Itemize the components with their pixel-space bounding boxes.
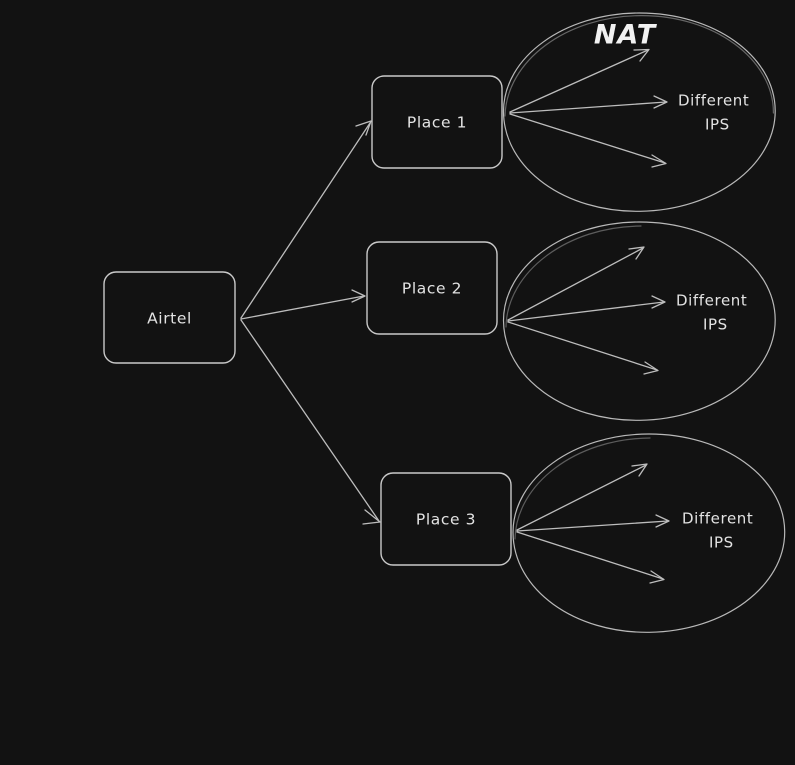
- cloud-1-arrow-down: [509, 113, 666, 164]
- connector-arrowhead-place-1: [355, 120, 372, 136]
- cloud-3-arrow-up: [516, 464, 647, 531]
- node-place-1[interactable]: Place 1: [371, 75, 503, 169]
- place-2-label: Place 2: [402, 280, 462, 298]
- connector-arrowhead-place-2: [351, 289, 366, 303]
- cloud-1-label-line-1: Different: [678, 92, 749, 110]
- node-airtel[interactable]: Airtel: [103, 271, 236, 364]
- cloud-3-ellipse-sketch: [514, 437, 651, 540]
- connector-airtel-to-place-3: [240, 319, 380, 522]
- cloud-1-ellipse-sketch: [504, 14, 775, 117]
- cloud-1-arrowhead-up: [633, 48, 650, 62]
- cloud-2-label-line-1: Different: [676, 292, 747, 310]
- nat-annotation-label: NAT: [594, 20, 658, 51]
- nat-cloud-3[interactable]: Different IPS: [512, 433, 786, 633]
- cloud-2-arrow-up: [507, 247, 644, 321]
- cloud-2-arrowhead-up: [628, 246, 645, 260]
- cloud-1-label-line-2: IPS: [705, 116, 730, 134]
- airtel-label: Airtel: [147, 310, 192, 328]
- airtel-box: [103, 271, 236, 364]
- cloud-3-arrow-mid: [516, 520, 669, 532]
- cloud-1-ellipse-outline: [502, 12, 776, 212]
- cloud-1-fanout-arrows: [509, 48, 668, 168]
- nat-cloud-1[interactable]: Different IPS: [502, 12, 776, 212]
- cloud-3-ellipse-outline: [512, 433, 786, 633]
- cloud-1-arrow-up: [509, 49, 649, 113]
- airtel-branch-connectors: [240, 120, 381, 525]
- cloud-2-label-line-2: IPS: [703, 316, 728, 334]
- cloud-3-fanout-arrows: [516, 463, 670, 584]
- cloud-3-label-line-1: Different: [682, 510, 753, 528]
- connector-arrowhead-place-3: [362, 509, 381, 525]
- cloud-3-arrow-down: [516, 531, 664, 580]
- node-place-3[interactable]: Place 3: [380, 472, 512, 566]
- cloud-1-arrowhead-mid: [653, 95, 668, 109]
- cloud-1-arrow-mid: [509, 101, 667, 114]
- cloud-2-arrowhead-down: [643, 361, 659, 375]
- node-place-2[interactable]: Place 2: [366, 241, 498, 335]
- cloud-2-arrow-down: [507, 321, 658, 371]
- cloud-3-label-line-2: IPS: [709, 534, 734, 552]
- cloud-2-fanout-arrows: [507, 246, 666, 375]
- place-2-box: [366, 241, 498, 335]
- nat-cloud-2[interactable]: Different IPS: [502, 221, 776, 421]
- cloud-3-arrowhead-mid: [655, 514, 670, 528]
- place-1-label: Place 1: [407, 114, 467, 132]
- connector-airtel-to-place-2: [240, 295, 365, 320]
- place-3-box: [380, 472, 512, 566]
- cloud-2-arrow-mid: [507, 301, 665, 322]
- cloud-3-arrowhead-down: [649, 570, 665, 584]
- place-1-box: [371, 75, 503, 169]
- cloud-2-ellipse-sketch: [505, 225, 642, 328]
- cloud-2-ellipse-outline: [502, 221, 776, 421]
- connector-airtel-to-place-1: [240, 122, 371, 319]
- cloud-1-arrowhead-down: [651, 154, 667, 168]
- cloud-3-arrowhead-up: [631, 463, 648, 477]
- cloud-2-arrowhead-mid: [651, 295, 666, 309]
- place-3-label: Place 3: [416, 511, 476, 529]
